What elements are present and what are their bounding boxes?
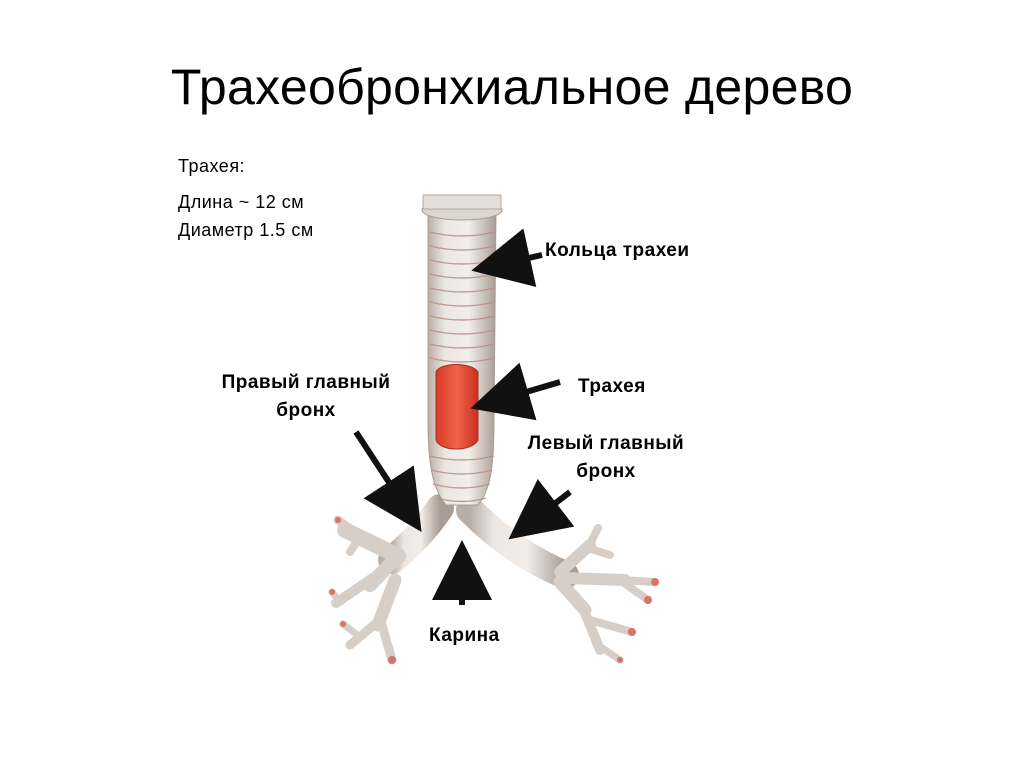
arrow-rings [471,228,543,287]
arrow-left-bronchus [508,478,575,540]
label-left-bronchus-line1: Левый главный [527,433,685,454]
label-left-main-bronchus: Левый главный бронх [484,430,728,486]
label-trachea: Трахея [578,373,646,401]
arrow-right-bronchus [353,430,422,533]
label-tracheal-rings: Кольца трахеи [545,237,690,265]
label-left-bronchus-line2: бронх [576,461,636,482]
label-right-bronchus-line1: Правый главный [221,372,391,393]
tracheal-rings [429,231,496,503]
label-right-bronchus-line2: бронх [276,400,336,421]
info-diameter: Диаметр 1.5 см [178,220,314,240]
trachea-opening [435,364,479,450]
label-tracheal-rings-text: Кольца трахеи [545,240,690,261]
label-right-main-bronchus: Правый главный бронх [188,369,424,425]
label-carina: Карина [429,622,500,650]
slide-title: Трахеобронхиальное дерево [170,59,854,115]
info-heading: Трахея: [178,156,246,176]
label-trachea-text: Трахея [578,376,646,397]
arrow-trachea [470,362,561,421]
info-length: Длина ~ 12 см [178,192,305,212]
label-carina-text: Карина [429,625,500,646]
bronchial-branches [328,494,659,665]
pointer-arrows [353,228,575,605]
branch-tips [329,517,659,664]
